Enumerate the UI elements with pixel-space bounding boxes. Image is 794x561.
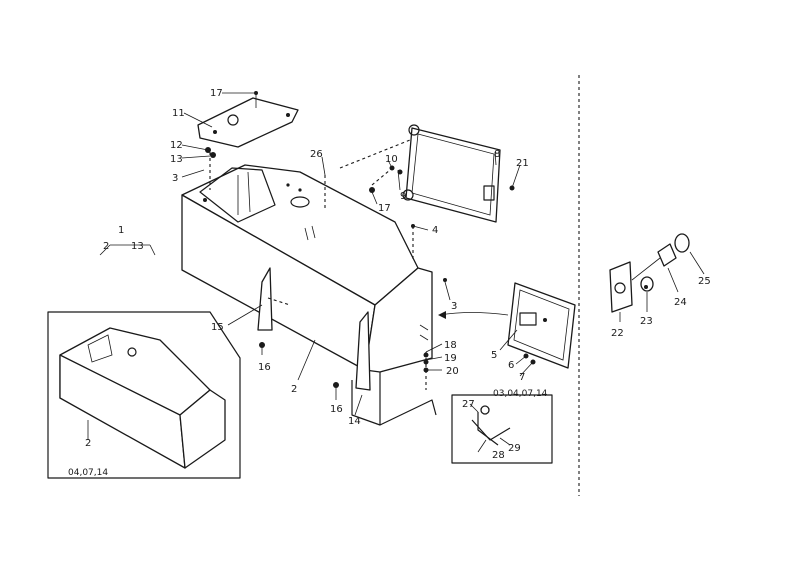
leader-lines — [87, 92, 705, 453]
label-20: 20 — [446, 366, 459, 377]
tank-body — [181, 164, 437, 426]
door-latch — [483, 185, 495, 201]
lid-plate — [197, 97, 299, 148]
label-7: 7 — [519, 372, 525, 383]
label-19: 19 — [444, 353, 457, 364]
label-16-left: 16 — [258, 362, 271, 373]
label-5: 5 — [491, 350, 497, 361]
inset-right — [451, 394, 553, 464]
tank-opening — [199, 167, 276, 223]
label-27: 27 — [462, 399, 475, 410]
inset-left — [47, 311, 241, 479]
door-frame — [405, 127, 501, 223]
label-22: 22 — [611, 328, 624, 339]
label-11: 11 — [172, 108, 185, 119]
label-2-main: 2 — [291, 384, 297, 395]
label-21: 21 — [516, 158, 529, 169]
label-9: 9 — [400, 191, 406, 202]
label-3-right: 3 — [451, 301, 457, 312]
label-25: 25 — [698, 276, 711, 287]
label-24: 24 — [674, 297, 687, 308]
label-6: 6 — [508, 360, 514, 371]
inset-right-frame — [451, 394, 553, 464]
connector-assembly — [609, 233, 690, 313]
part-labels: 17 11 12 13 3 26 10 9 17 8 21 4 1 2 13 3… — [68, 88, 711, 478]
connector-nut — [640, 276, 654, 292]
label-8: 8 — [494, 149, 500, 160]
inset-bracket-arm — [477, 412, 499, 446]
door-hinge-top — [408, 124, 420, 136]
access-cover — [507, 282, 576, 369]
label-12: 12 — [170, 140, 183, 151]
label-4: 4 — [432, 225, 438, 236]
door-hinge-bottom — [402, 189, 414, 201]
label-3-left: 3 — [172, 173, 178, 184]
inset-left-frame — [47, 311, 241, 479]
inset-opening — [87, 334, 113, 363]
label-1: 1 — [118, 225, 124, 236]
label-23: 23 — [640, 316, 653, 327]
cover-frame — [507, 282, 576, 369]
label-26: 26 — [310, 149, 323, 160]
label-13-range: 13 — [131, 241, 144, 252]
cover-inner — [513, 289, 570, 361]
label-2-inset: 2 — [85, 438, 91, 449]
label-14: 14 — [348, 416, 361, 427]
label-16-right: 16 — [330, 404, 343, 415]
gusset-bracket-left — [257, 267, 273, 331]
label-15: 15 — [211, 322, 224, 333]
hardware-dots — [205, 91, 648, 388]
filler-cap-hole — [290, 196, 310, 208]
label-29: 29 — [508, 443, 521, 454]
label-10: 10 — [385, 154, 398, 165]
top-lid — [197, 97, 299, 148]
inset-right-caption: 03,04,07,14 — [493, 389, 548, 399]
door-inner-frame — [411, 133, 495, 216]
connector-sleeve — [657, 243, 677, 267]
label-28: 28 — [492, 450, 505, 461]
cover-handle — [519, 312, 537, 326]
opening-ribs — [237, 171, 251, 215]
label-2-range: 2 — [103, 241, 109, 252]
connector-plate — [609, 261, 633, 313]
inset-tank-end — [179, 389, 226, 469]
label-17-top: 17 — [210, 88, 223, 99]
lid-hole — [227, 114, 239, 126]
label-18: 18 — [444, 340, 457, 351]
top-vents — [304, 225, 316, 241]
gusset-bracket-right — [355, 311, 371, 391]
door-panel — [402, 124, 501, 223]
end-panel-marks — [419, 324, 429, 341]
connector-cap — [674, 233, 690, 253]
label-17-mid: 17 — [378, 203, 391, 214]
label-13: 13 — [170, 154, 183, 165]
inset-left-caption: 04,07,14 — [68, 468, 108, 478]
